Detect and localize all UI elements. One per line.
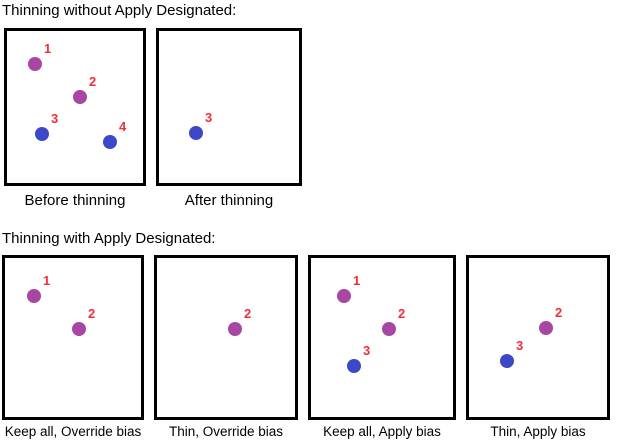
point-label-4-before-thinning: 4 bbox=[119, 119, 127, 134]
caption-after-thinning: After thinning bbox=[184, 192, 274, 209]
panel-after-thinning bbox=[156, 28, 302, 186]
point-label-3-after-thinning: 3 bbox=[205, 110, 213, 125]
data-point-1-before-thinning bbox=[28, 57, 42, 71]
data-point-1-keep-all-apply-bias bbox=[337, 289, 351, 303]
data-point-2-keep-all-override-bias bbox=[72, 322, 86, 336]
panel-keep-all-apply-bias bbox=[308, 255, 456, 420]
data-point-3-keep-all-apply-bias bbox=[347, 359, 361, 373]
point-label-2-keep-all-apply-bias: 2 bbox=[398, 306, 406, 321]
point-label-1-before-thinning: 1 bbox=[44, 41, 52, 56]
caption-keep-all-apply-bias: Keep all, Apply bias bbox=[323, 424, 441, 439]
data-point-3-before-thinning bbox=[35, 127, 49, 141]
data-point-2-thin-override-bias bbox=[228, 322, 242, 336]
point-label-2-thin-apply-bias: 2 bbox=[555, 305, 563, 320]
data-point-2-before-thinning bbox=[73, 90, 87, 104]
point-label-3-before-thinning: 3 bbox=[51, 111, 59, 126]
caption-keep-all-override-bias: Keep all, Override bias bbox=[4, 424, 142, 439]
panel-thin-apply-bias bbox=[466, 255, 610, 420]
caption-thin-override-bias: Thin, Override bias bbox=[168, 424, 284, 439]
point-label-2-before-thinning: 2 bbox=[89, 74, 97, 89]
panel-keep-all-override-bias bbox=[2, 255, 144, 420]
point-label-1-keep-all-override-bias: 1 bbox=[43, 273, 51, 288]
data-point-4-before-thinning bbox=[103, 135, 117, 149]
point-label-1-keep-all-apply-bias: 1 bbox=[353, 273, 361, 288]
point-label-2-thin-override-bias: 2 bbox=[244, 306, 252, 321]
section-title-1: Thinning with Apply Designated: bbox=[2, 230, 216, 247]
data-point-2-thin-apply-bias bbox=[539, 321, 553, 335]
data-point-2-keep-all-apply-bias bbox=[382, 322, 396, 336]
caption-thin-apply-bias: Thin, Apply bias bbox=[490, 424, 586, 439]
point-label-3-keep-all-apply-bias: 3 bbox=[363, 343, 371, 358]
panel-before-thinning bbox=[4, 28, 146, 186]
caption-before-thinning: Before thinning bbox=[24, 192, 126, 209]
point-label-2-keep-all-override-bias: 2 bbox=[88, 306, 96, 321]
data-point-3-after-thinning bbox=[189, 126, 203, 140]
section-title-0: Thinning without Apply Designated: bbox=[2, 2, 237, 19]
point-label-3-thin-apply-bias: 3 bbox=[516, 338, 524, 353]
data-point-3-thin-apply-bias bbox=[500, 354, 514, 368]
data-point-1-keep-all-override-bias bbox=[27, 289, 41, 303]
panel-thin-override-bias bbox=[154, 255, 298, 420]
